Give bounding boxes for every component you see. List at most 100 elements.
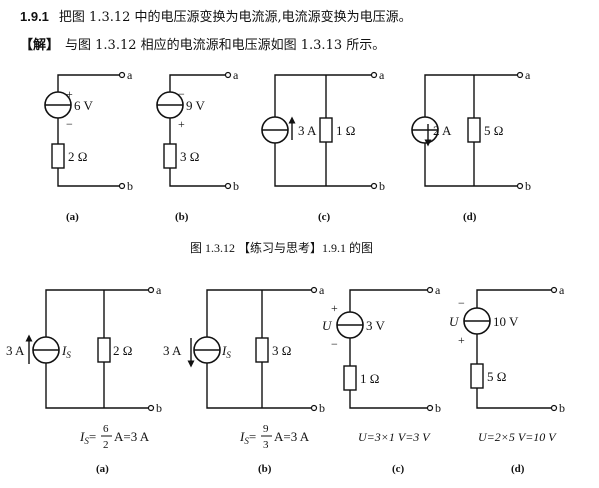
fraction-denominator: 2 bbox=[103, 439, 109, 451]
resistor-symbol bbox=[255, 337, 269, 363]
source-value: 9 V bbox=[186, 98, 206, 113]
polarity-plus: + bbox=[178, 117, 185, 131]
problem-number: 1.9.1 bbox=[20, 9, 49, 24]
source-value: 2 A bbox=[433, 123, 452, 138]
terminal-b-label: b bbox=[319, 401, 325, 415]
terminal-a bbox=[310, 286, 318, 294]
resistor-symbol bbox=[343, 365, 357, 391]
answer-statement: 【解】与图 1.3.12 相应的电流源和电压源如图 1.3.13 所示。 bbox=[20, 34, 385, 53]
terminal-b bbox=[224, 182, 232, 190]
resistor-symbol bbox=[319, 117, 333, 143]
source-name: U bbox=[449, 314, 460, 329]
fig12-circuit-a: + − 6 V 2 Ω a b (a) bbox=[44, 68, 133, 223]
resistor-value: 2 Ω bbox=[113, 343, 132, 358]
resistor-symbol bbox=[51, 143, 65, 169]
resistor-value: 5 Ω bbox=[484, 123, 503, 138]
terminal-a-label: a bbox=[319, 283, 325, 297]
source-value: 3 A bbox=[163, 343, 182, 358]
terminal-b bbox=[370, 182, 378, 190]
problem-text: 把图 1.3.12 中的电压源变换为电流源,电流源变换为电压源。 bbox=[58, 10, 412, 25]
figure-caption: 图 1.3.12 【练习与思考】1.9.1 的图 bbox=[190, 240, 373, 255]
terminal-a-label: a bbox=[379, 68, 385, 82]
terminal-a bbox=[426, 286, 434, 294]
source-value: 10 V bbox=[493, 314, 519, 329]
terminal-b bbox=[310, 404, 318, 412]
terminal-b-label: b bbox=[127, 179, 133, 193]
fig13-circuit-b: 3 A IS 3 Ω a b IS= 9 3 A=3 A (b) bbox=[163, 283, 325, 475]
terminal-a bbox=[516, 71, 524, 79]
fig13-circuit-a: 3 A IS 2 Ω a b IS= 6 2 A=3 A (a) bbox=[6, 283, 162, 475]
fraction-numerator: 6 bbox=[103, 423, 109, 435]
polarity-minus: − bbox=[458, 296, 465, 310]
polarity-plus: + bbox=[458, 333, 465, 347]
fraction-numerator: 9 bbox=[263, 423, 269, 435]
fig13-circuit-c: + − U 3 V 1 Ω a b U=3×1 V=3 V (c) bbox=[322, 283, 441, 475]
resistor-symbol bbox=[470, 363, 484, 389]
source-name: IS bbox=[221, 343, 231, 360]
subfigure-label: (a) bbox=[66, 211, 79, 223]
subfigure-label: (b) bbox=[258, 463, 272, 475]
terminal-a bbox=[224, 71, 232, 79]
resistor-value: 3 Ω bbox=[180, 149, 199, 164]
equation: U=3×1 V=3 V bbox=[358, 430, 431, 444]
subfigure-label: (c) bbox=[318, 211, 331, 223]
terminal-a bbox=[118, 71, 126, 79]
terminal-b-label: b bbox=[525, 179, 531, 193]
polarity-minus: − bbox=[66, 117, 73, 131]
resistor-symbol bbox=[163, 143, 177, 169]
source-name: U bbox=[322, 318, 333, 333]
source-value: 3 V bbox=[366, 318, 386, 333]
subfigure-label: (c) bbox=[392, 463, 405, 475]
equation: U=2×5 V=10 V bbox=[478, 430, 557, 444]
terminal-b-label: b bbox=[233, 179, 239, 193]
equation-result: A=3 A bbox=[114, 429, 150, 444]
fig12-circuit-d: 2 A 5 Ω a b (d) bbox=[411, 68, 531, 223]
fig12-circuit-c: 3 A 1 Ω a b (c) bbox=[261, 68, 385, 223]
terminal-a-label: a bbox=[127, 68, 133, 82]
terminal-a bbox=[147, 286, 155, 294]
terminal-b bbox=[147, 404, 155, 412]
answer-tag: 【解】 bbox=[20, 38, 60, 53]
resistor-symbol bbox=[97, 337, 111, 363]
subfigure-label: (d) bbox=[511, 463, 525, 475]
source-name: IS bbox=[61, 343, 71, 360]
terminal-b-label: b bbox=[435, 401, 441, 415]
equation: IS= 6 2 A=3 A bbox=[79, 423, 150, 451]
equation-result: A=3 A bbox=[274, 429, 310, 444]
terminal-a-label: a bbox=[156, 283, 162, 297]
source-value: 3 A bbox=[6, 343, 25, 358]
polarity-minus: − bbox=[178, 87, 185, 101]
terminal-a-label: a bbox=[435, 283, 441, 297]
subfigure-label: (b) bbox=[175, 211, 189, 223]
resistor-symbol bbox=[467, 117, 481, 143]
equation-lhs: IS= bbox=[239, 429, 256, 446]
subfigure-label: (a) bbox=[96, 463, 109, 475]
subfigure-label: (d) bbox=[463, 211, 477, 223]
terminal-b bbox=[118, 182, 126, 190]
terminal-a-label: a bbox=[525, 68, 531, 82]
equation-lhs: IS= bbox=[79, 429, 96, 446]
fig12-circuit-b: − + 9 V 3 Ω a b (b) bbox=[156, 68, 239, 223]
equation: IS= 9 3 A=3 A bbox=[239, 423, 310, 451]
terminal-a bbox=[550, 286, 558, 294]
problem-statement: 1.9.1 把图 1.3.12 中的电压源变换为电流源,电流源变换为电压源。 bbox=[20, 6, 412, 25]
resistor-value: 1 Ω bbox=[360, 371, 379, 386]
resistor-value: 5 Ω bbox=[487, 369, 506, 384]
source-value: 3 A bbox=[298, 123, 317, 138]
terminal-a-label: a bbox=[559, 283, 565, 297]
resistor-value: 1 Ω bbox=[336, 123, 355, 138]
terminal-a bbox=[370, 71, 378, 79]
fig13-circuit-d: − + U 10 V 5 Ω a b U=2×5 V=10 V (d) bbox=[449, 283, 565, 475]
terminal-b-label: b bbox=[379, 179, 385, 193]
terminal-b bbox=[426, 404, 434, 412]
resistor-value: 2 Ω bbox=[68, 149, 87, 164]
terminal-b-label: b bbox=[156, 401, 162, 415]
polarity-plus: + bbox=[331, 301, 338, 315]
polarity-plus: + bbox=[66, 87, 73, 101]
terminal-b bbox=[516, 182, 524, 190]
terminal-b-label: b bbox=[559, 401, 565, 415]
source-value: 6 V bbox=[74, 98, 94, 113]
terminal-b bbox=[550, 404, 558, 412]
fraction-denominator: 3 bbox=[263, 439, 269, 451]
